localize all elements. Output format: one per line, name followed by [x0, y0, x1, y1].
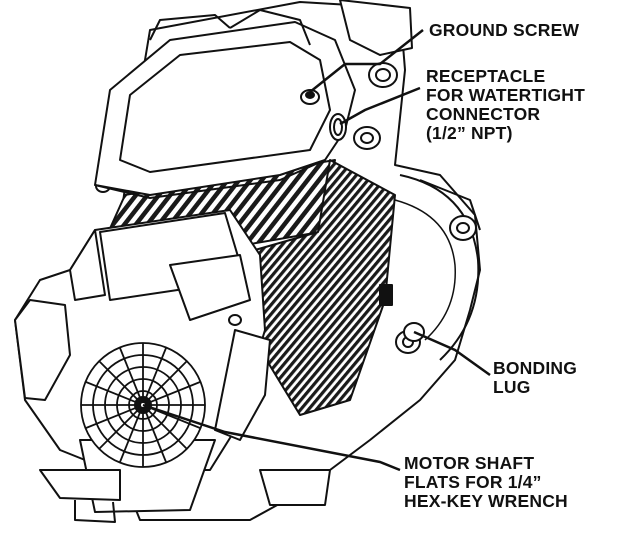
leader-motor-shaft — [142, 403, 401, 472]
motor-end-bell — [14, 209, 331, 523]
housing-bolts — [95, 62, 477, 354]
label-receptacle: RECEPTACLE FOR WATERTIGHT CONNECTOR (1/2… — [426, 67, 585, 143]
label-motor-shaft-line-1: MOTOR SHAFT — [404, 453, 535, 473]
label-motor-shaft: MOTOR SHAFT FLATS FOR 1/4” HEX-KEY WRENC… — [404, 454, 568, 511]
label-motor-shaft-line-2: FLATS FOR 1/4” — [404, 472, 542, 492]
terminal-box-cover — [94, 9, 356, 199]
label-receptacle-line-3: CONNECTOR — [426, 104, 541, 124]
label-motor-shaft-line-3: HEX-KEY WRENCH — [404, 491, 568, 511]
label-bonding-lug: BONDING LUG — [493, 359, 577, 397]
label-receptacle-line-1: RECEPTACLE — [426, 66, 546, 86]
label-bonding-lug-line-1: BONDING — [493, 358, 578, 378]
leader-ground-screw — [309, 29, 424, 93]
label-receptacle-line-2: FOR WATERTIGHT — [426, 85, 585, 105]
label-ground-screw: GROUND SCREW — [429, 21, 579, 40]
leader-lines — [142, 29, 491, 472]
label-bonding-lug-line-2: LUG — [493, 377, 531, 397]
label-receptacle-line-4: (1/2” NPT) — [426, 123, 513, 143]
ground-screw — [300, 89, 320, 105]
leader-receptacle — [339, 86, 421, 126]
leader-bonding-lug — [413, 330, 491, 377]
watertight-receptacle — [329, 113, 347, 141]
label-ground-screw-line-1: GROUND SCREW — [429, 20, 580, 40]
heat-sink-fins-right — [229, 159, 396, 416]
